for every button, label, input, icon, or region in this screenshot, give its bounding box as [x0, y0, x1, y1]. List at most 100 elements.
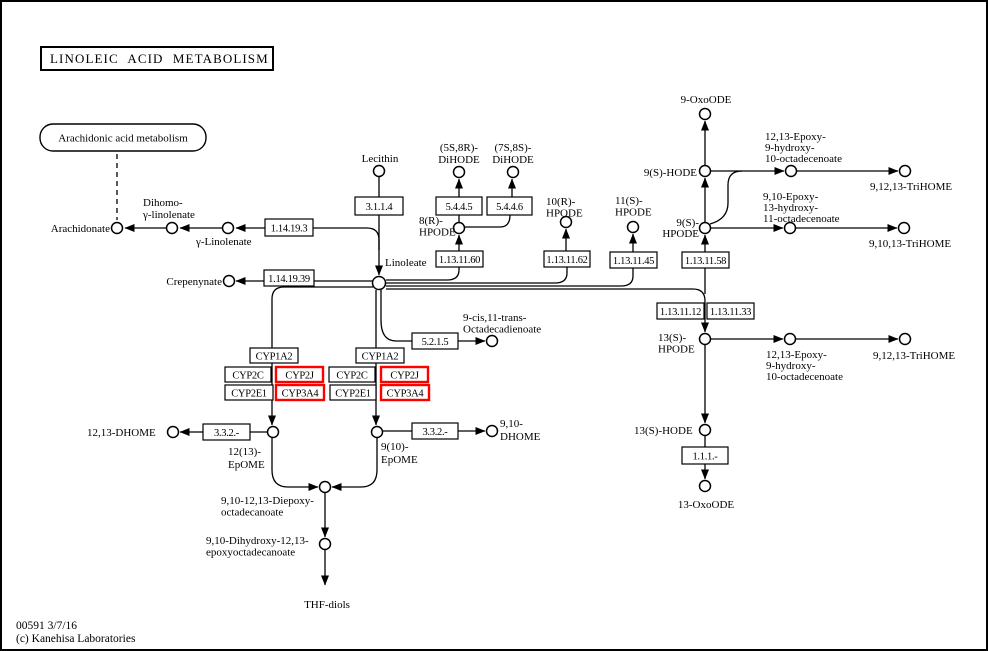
compound-13-oxoode[interactable]	[698, 479, 712, 493]
enzyme-1-13-11-33[interactable]: 1.13.11.33	[706, 302, 755, 320]
compound-5s8r-dihode[interactable]	[452, 165, 466, 179]
compound-9s-hode[interactable]	[698, 164, 712, 178]
enzyme-box[interactable]	[706, 302, 755, 320]
enzyme-cyp2e1-g2[interactable]: CYP2E1	[329, 384, 377, 401]
enzyme-label: CYP3A4	[282, 389, 320, 400]
label-9-10-epome: 9(10)-EpOME	[381, 441, 418, 466]
enzyme-box[interactable]	[274, 383, 326, 402]
enzyme-cyp2c-g2[interactable]: CYP2C	[328, 366, 376, 383]
compound-7s8s-dihode[interactable]	[506, 165, 520, 179]
enzyme-label: CYP2E1	[231, 389, 267, 400]
enzyme-box[interactable]	[224, 384, 274, 401]
compound-8r-hpode[interactable]	[452, 221, 466, 235]
compound-9-10-dhome[interactable]	[485, 424, 499, 438]
enzyme-box[interactable]	[609, 251, 658, 269]
enzyme-1-13-11-45[interactable]: 1.13.11.45	[609, 251, 658, 269]
enzyme-1-13-11-12[interactable]: 1.13.11.12	[656, 302, 705, 320]
compound-9s-hpode[interactable]	[698, 221, 712, 235]
enzyme-box[interactable]	[379, 365, 430, 384]
enzyme-label: 1.13.11.58	[685, 256, 726, 267]
compound-gamma-linolenate[interactable]	[221, 221, 235, 235]
enzyme-5-4-4-6[interactable]: 5.4.4.6	[486, 196, 533, 216]
enzyme-1-13-11-62[interactable]: 1.13.11.62	[543, 250, 591, 268]
enzyme-1-14-19-39[interactable]: 1.14.19.39	[263, 269, 315, 287]
enzyme-box[interactable]	[355, 347, 405, 364]
compound-10r-hpode[interactable]	[559, 215, 573, 229]
label-thf-diols: THF-diols	[304, 599, 350, 611]
enzyme-cyp2j-g1[interactable]: CYP2J	[274, 365, 325, 384]
enzyme-box[interactable]	[354, 196, 404, 216]
enzyme-box[interactable]	[411, 332, 459, 350]
enzyme-1-13-11-58[interactable]: 1.13.11.58	[681, 251, 730, 269]
enzyme-3-1-1-4[interactable]: 3.1.1.4	[354, 196, 404, 216]
enzyme-1-13-11-60[interactable]: 1.13.11.60	[435, 250, 484, 268]
enzyme-5-2-1-5[interactable]: 5.2.1.5	[411, 332, 459, 350]
enzyme-cyp3a4-g1[interactable]: CYP3A4	[274, 383, 326, 402]
enzyme-cyp2c-g1[interactable]: CYP2C	[224, 366, 272, 383]
enzyme-box[interactable]	[263, 269, 315, 287]
enzyme-label: 1.13.11.62	[546, 255, 587, 266]
enzyme-3-3-2-left[interactable]: 3.3.2.-	[202, 423, 251, 441]
enzyme-label: 3.1.1.4	[366, 202, 394, 213]
compound-arachidonate[interactable]	[110, 221, 124, 235]
enzyme-box[interactable]	[249, 347, 299, 364]
enzyme-cyp2e1-g1[interactable]: CYP2E1	[224, 384, 274, 401]
enzyme-box[interactable]	[379, 383, 431, 402]
compound-12-13-epoxy-9-hydroxy-10-octadecenoate-upper[interactable]	[784, 164, 798, 178]
enzyme-cyp1a2-g1[interactable]: CYP1A2	[249, 347, 299, 364]
enzyme-cyp2j-g2[interactable]: CYP2J	[379, 365, 430, 384]
enzyme-box[interactable]	[329, 384, 377, 401]
compound-9-12-13-trihome-upper[interactable]	[898, 164, 912, 178]
map-link-shape[interactable]	[39, 123, 207, 152]
label-crepenynate: Crepenynate	[166, 276, 222, 288]
compound-12-13-epoxy-9-hydroxy-10-octadecenoate-lower[interactable]	[783, 332, 797, 346]
compound-12-13-dhome[interactable]	[166, 425, 180, 439]
enzyme-box[interactable]	[264, 218, 314, 237]
label-9-oxoode: 9-OxoODE	[681, 94, 732, 106]
enzyme-3-3-2-right[interactable]: 3.3.2.-	[411, 422, 459, 440]
edge-16	[386, 288, 709, 333]
enzyme-cyp1a2-g2[interactable]: CYP1A2	[355, 347, 405, 364]
enzyme-box[interactable]	[543, 250, 591, 268]
enzyme-1-1-1[interactable]: 1.1.1.-	[681, 446, 729, 465]
enzyme-box[interactable]	[274, 365, 325, 384]
enzyme-cyp3a4-g2[interactable]: CYP3A4	[379, 383, 431, 402]
label-12-13-dhome: 12,13-DHOME	[87, 427, 156, 439]
compound-13s-hpode[interactable]	[698, 332, 712, 346]
enzyme-label: CYP1A2	[256, 352, 293, 363]
enzyme-1-14-19-3[interactable]: 1.14.19.3	[264, 218, 314, 237]
enzyme-box[interactable]	[681, 251, 730, 269]
compound-9-10-epome[interactable]	[370, 425, 384, 439]
label-7s8s-dihode: (7S,8S)-DiHODE	[492, 142, 534, 166]
enzyme-label: 1.14.19.39	[268, 274, 310, 285]
enzyme-box[interactable]	[224, 366, 272, 383]
enzyme-box[interactable]	[202, 423, 251, 441]
enzyme-box[interactable]	[435, 196, 483, 216]
compound-12-13-epome[interactable]	[266, 425, 280, 439]
enzyme-5-4-4-5[interactable]: 5.4.4.5	[435, 196, 483, 216]
compound-9-12-13-trihome-lower[interactable]	[898, 332, 912, 346]
enzyme-box[interactable]	[656, 302, 705, 320]
compound-9-10-epoxy-13-hydroxy-11-octadecenoate[interactable]	[783, 221, 797, 235]
compound-9-10-12-13-diepoxy-octadecanoate[interactable]	[318, 480, 332, 494]
compound-11s-hpode[interactable]	[626, 220, 640, 234]
enzyme-box[interactable]	[411, 422, 459, 440]
compound-9-10-dihydroxy-12-13-epoxyoctadecanoate[interactable]	[318, 537, 332, 551]
enzyme-box[interactable]	[681, 446, 729, 465]
enzyme-label: CYP3A4	[387, 389, 425, 400]
compound-9-cis-11-trans-octadecadienoate[interactable]	[485, 334, 499, 348]
map-link-arachidonic-acid-metabolism[interactable]: Arachidonic acid metabolism	[39, 123, 207, 152]
compound-13s-hode[interactable]	[698, 423, 712, 437]
label-13s-hode: 13(S)-HODE	[634, 425, 693, 437]
compound-9-10-13-trihome[interactable]	[897, 221, 911, 235]
enzyme-label: 5.2.1.5	[422, 337, 449, 348]
label-12-13-epoxy-9-hydroxy-10-octadecenoate-upper: 12,13-Epoxy-9-hydroxy-10-octadecenoate	[765, 131, 842, 165]
compound-9-oxoode[interactable]	[698, 107, 712, 121]
compound-lecithin[interactable]	[372, 164, 386, 178]
enzyme-box[interactable]	[435, 250, 484, 268]
enzyme-box[interactable]	[328, 366, 376, 383]
compound-dihomo-gamma-linolenate[interactable]	[165, 221, 179, 235]
enzyme-box[interactable]	[486, 196, 533, 216]
compound-linoleate[interactable]	[371, 275, 387, 291]
compound-crepenynate[interactable]	[222, 274, 236, 288]
